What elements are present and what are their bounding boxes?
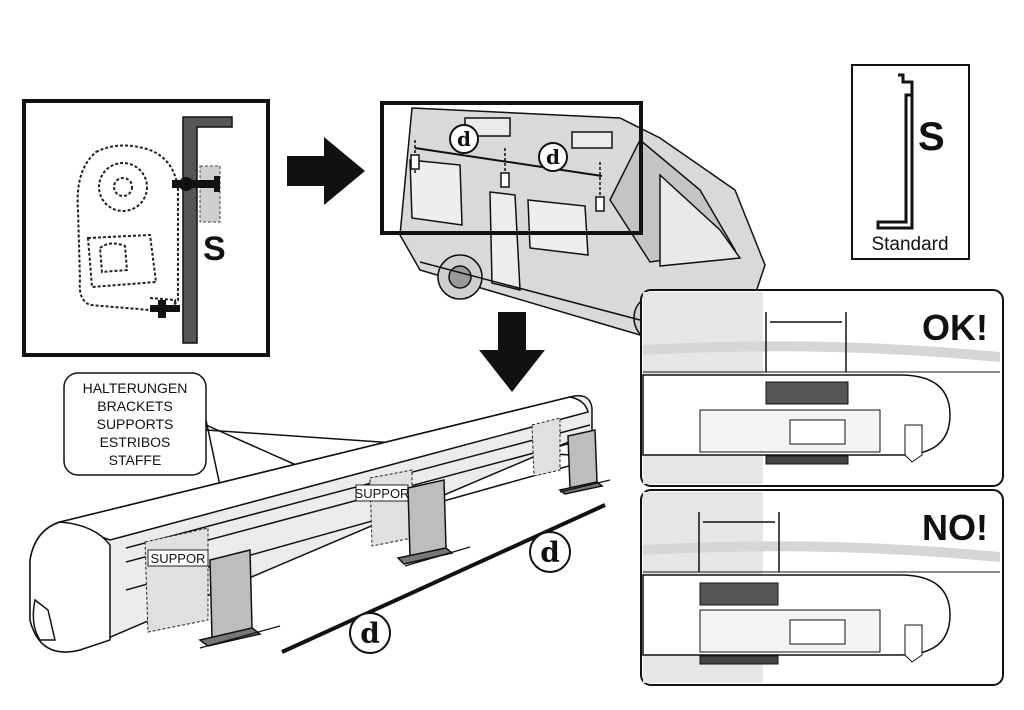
- bracket-left: [198, 549, 262, 647]
- mounting-detail-box: S: [22, 99, 270, 357]
- support-label-1: SUPPOR: [151, 551, 206, 566]
- svg-text:d: d: [540, 536, 560, 569]
- standard-profile-box: S Standard: [851, 64, 970, 260]
- support-plate-right: [531, 417, 561, 477]
- mounting-plate: [199, 165, 221, 223]
- support-plate-middle: SUPPOR: [355, 469, 413, 547]
- wall-profile-bar: [182, 116, 233, 344]
- profile-s-label: S: [918, 115, 945, 159]
- no-bracket-top: [699, 582, 779, 606]
- awning-distance-d-label-2: d: [529, 531, 571, 573]
- profile-type-label: S: [203, 230, 226, 268]
- support-plate-left: SUPPOR: [144, 527, 209, 633]
- ok-bracket-bottom: [765, 455, 849, 465]
- ok-label: OK!: [922, 307, 988, 348]
- callout-line-de: HALTERUNGEN: [83, 380, 188, 396]
- profile-caption: Standard: [871, 234, 948, 255]
- callout-line-it: STAFFE: [109, 452, 162, 468]
- distance-line: [281, 503, 606, 654]
- van-highlight-frame: [380, 101, 643, 235]
- no-panel: NO!: [640, 489, 1004, 686]
- dimension-arrows: [199, 479, 611, 649]
- callout-line-fr: SUPPORTS: [97, 416, 174, 432]
- ok-bracket-top: [765, 381, 849, 405]
- awning-distance-d-label-1: d: [349, 612, 391, 654]
- awning-cross-section-outline: [76, 144, 179, 313]
- no-bracket-bottom: [699, 655, 779, 665]
- support-label-2: SUPPOR: [355, 486, 410, 501]
- svg-text:d: d: [546, 145, 560, 169]
- svg-text:d: d: [360, 617, 380, 650]
- arrow-down-icon: [479, 312, 545, 392]
- svg-text:d: d: [457, 127, 471, 151]
- van-distance-d-label-1: d: [449, 124, 479, 154]
- no-label: NO!: [922, 507, 988, 548]
- brackets-callout: HALTERUNGEN BRACKETS SUPPORTS ESTRIBOS S…: [63, 372, 571, 581]
- bolt-icon: [150, 176, 220, 318]
- van-bracket-marks: [410, 140, 605, 212]
- camper-van-illustration: [399, 107, 766, 343]
- callout-line-es: ESTRIBOS: [100, 434, 171, 450]
- ok-panel: OK!: [640, 289, 1004, 487]
- bracket-middle: [396, 479, 454, 565]
- callout-line-en: BRACKETS: [97, 398, 172, 414]
- arrow-right-icon: [287, 137, 365, 205]
- van-distance-d-label-2: d: [538, 142, 568, 172]
